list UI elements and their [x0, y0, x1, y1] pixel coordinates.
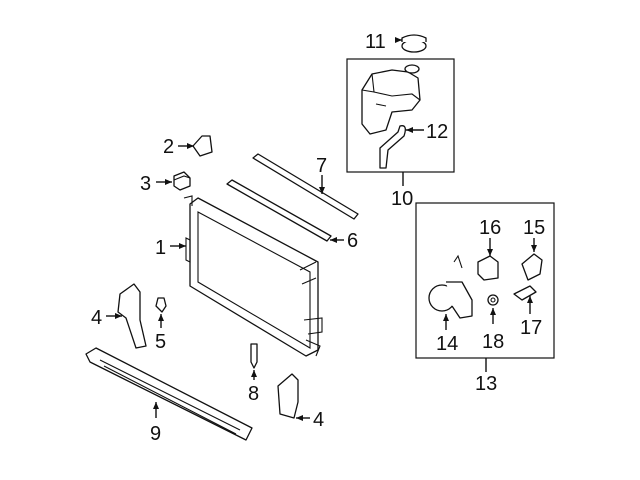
callout-4-left: 4	[91, 307, 102, 329]
stud	[250, 343, 258, 369]
callout-8: 8	[248, 383, 259, 405]
callout-7: 7	[316, 155, 327, 177]
callout-18: 18	[482, 331, 504, 353]
reservoir-cap	[401, 34, 427, 53]
callout-4-right: 4	[313, 409, 324, 431]
water-pump-group-box	[415, 202, 555, 359]
temp-sensor	[513, 285, 537, 301]
mount-clip	[192, 135, 213, 157]
callout-6: 6	[347, 230, 358, 252]
callout-2: 2	[163, 136, 174, 158]
radiator-bracket-right	[277, 373, 299, 419]
radiator	[183, 195, 323, 357]
lower-deflector	[85, 347, 253, 441]
callout-10: 10	[391, 188, 413, 210]
upper-seal	[252, 153, 359, 220]
callout-9: 9	[150, 423, 161, 445]
water-pump-housing	[428, 254, 473, 319]
callout-15: 15	[523, 217, 545, 239]
callout-17: 17	[520, 317, 542, 339]
callout-12: 12	[426, 121, 448, 143]
sensor-housing	[477, 255, 499, 281]
callout-3: 3	[140, 173, 151, 195]
mount-cushion	[173, 171, 191, 191]
radiator-bracket-left	[117, 283, 147, 349]
o-ring	[487, 294, 499, 306]
callout-1: 1	[155, 237, 166, 259]
lower-seal	[226, 179, 332, 242]
callout-13: 13	[475, 373, 497, 395]
callout-5: 5	[155, 331, 166, 353]
callout-14: 14	[436, 333, 458, 355]
callout-11: 11	[365, 31, 386, 53]
reservoir-hose	[379, 125, 406, 169]
gasket	[521, 253, 543, 281]
reservoir-group-box	[346, 58, 455, 173]
isolator	[155, 297, 167, 313]
callout-16: 16	[479, 217, 501, 239]
coolant-reservoir	[361, 64, 421, 135]
